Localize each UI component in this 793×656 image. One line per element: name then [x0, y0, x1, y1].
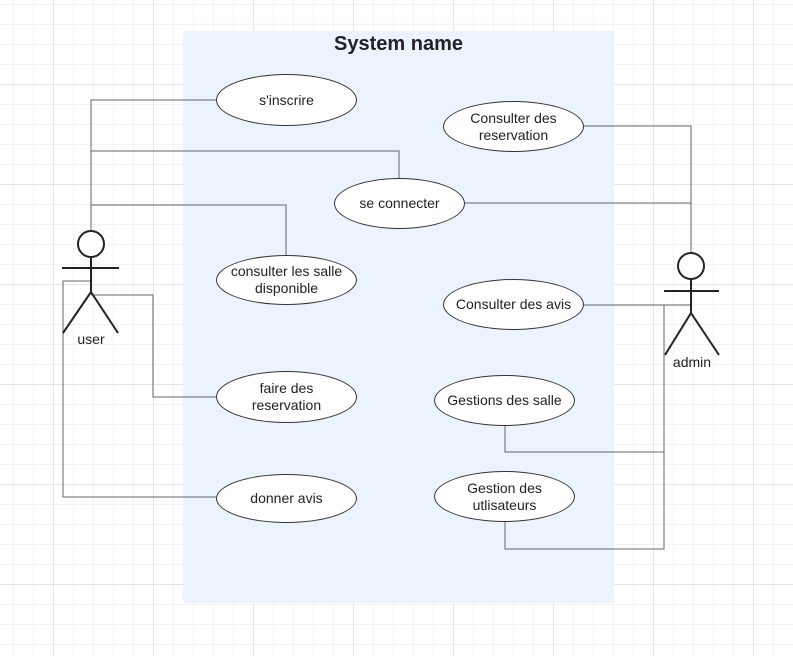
- connector-user-donner-avis[interactable]: [62, 280, 216, 498]
- connector-admin-gestion-utilisateurs[interactable]: [504, 305, 665, 550]
- actor-user-label: user: [77, 331, 105, 347]
- connector-user-sinscrire[interactable]: [90, 99, 216, 230]
- connector-user-se-connecter[interactable]: [90, 150, 400, 230]
- system-title: System name: [334, 33, 463, 55]
- actor-admin-label: admin: [672, 354, 712, 370]
- connector-user-faire-reservation[interactable]: [91, 294, 216, 398]
- usecase-gestion-utilisateurs[interactable]: Gestion des utlisateurs: [434, 471, 575, 522]
- actor-admin[interactable]: [664, 252, 720, 356]
- usecase-consulter-reservation[interactable]: Consulter des reservation: [443, 101, 584, 152]
- usecase-consulter-salle[interactable]: consulter les salle disponible: [216, 255, 357, 305]
- connector-admin-consulter-reservation[interactable]: [584, 125, 692, 252]
- usecase-consulter-avis[interactable]: Consulter des avis: [443, 279, 584, 330]
- usecase-gestion-salle[interactable]: Gestions des salle: [434, 375, 575, 426]
- usecase-se-connecter[interactable]: se connecter: [334, 178, 465, 229]
- usecase-donner-avis[interactable]: donner avis: [216, 474, 357, 523]
- connector-user-consulter-salle[interactable]: [90, 204, 287, 255]
- connector-admin-se-connecter[interactable]: [465, 202, 692, 252]
- usecase-sinscrire[interactable]: s'inscrire: [216, 74, 357, 126]
- usecase-faire-reservation[interactable]: faire des reservation: [216, 371, 357, 423]
- actor-user[interactable]: [62, 230, 119, 334]
